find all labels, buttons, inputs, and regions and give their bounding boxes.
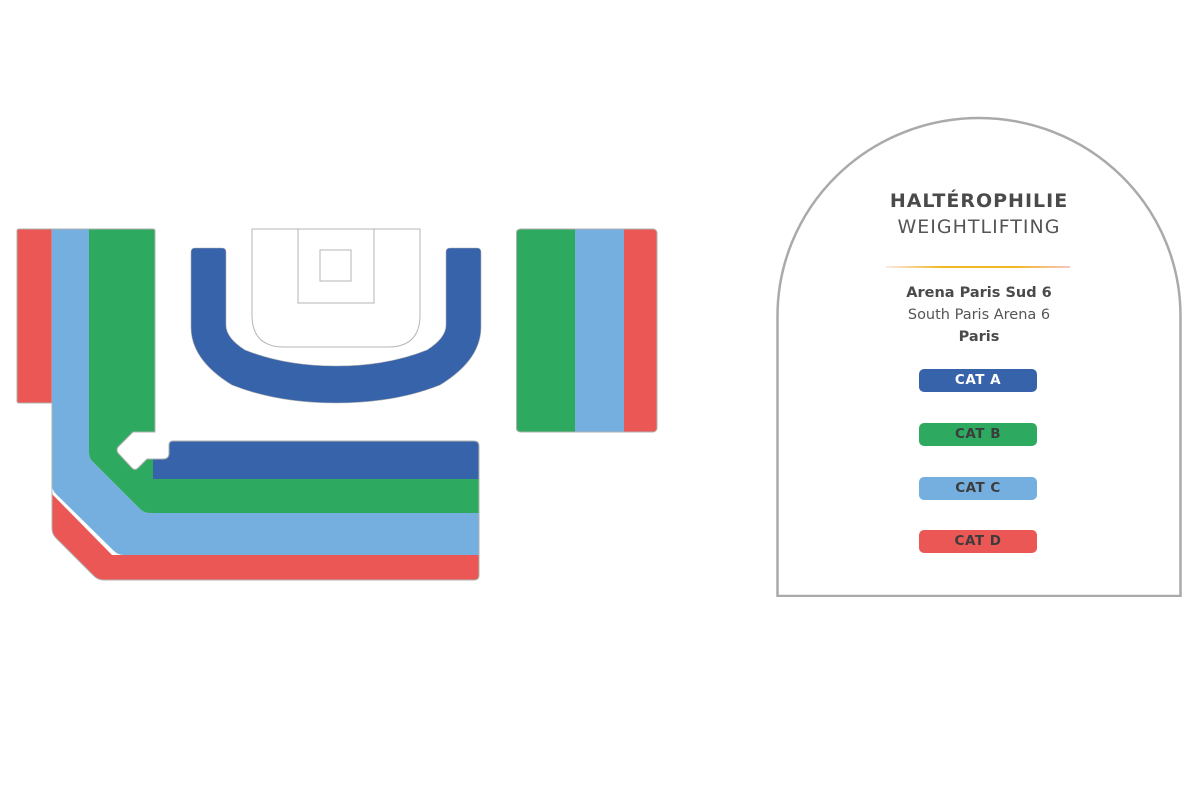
legend-cat-a[interactable]: CAT A: [919, 369, 1037, 392]
title-divider: [886, 266, 1070, 268]
section-l-cat-c[interactable]: [52, 229, 479, 555]
section-bottom-cat-d[interactable]: [52, 494, 479, 580]
competition-court: [251, 228, 421, 348]
legend-panel: HALTÉROPHILIE WEIGHTLIFTING Arena Paris …: [776, 116, 1182, 597]
section-left-cat-d[interactable]: [16, 228, 53, 404]
event-title-en: WEIGHTLIFTING: [897, 216, 1061, 238]
venue-name-en: South Paris Arena 6: [907, 307, 1051, 323]
section-bottom-cat-a[interactable]: [153, 441, 479, 479]
legend-cat-d[interactable]: CAT D: [919, 530, 1037, 553]
legend-cat-c[interactable]: CAT C: [919, 477, 1037, 500]
section-court-cat-a[interactable]: [190, 247, 482, 404]
event-title-fr: HALTÉROPHILIE: [889, 190, 1069, 212]
section-right-stand[interactable]: [516, 228, 658, 433]
seating-map: [16, 228, 658, 581]
arch-frame: [776, 116, 1182, 597]
venue-name-fr: Arena Paris Sud 6: [906, 285, 1052, 301]
section-l-cat-b[interactable]: [89, 229, 479, 513]
venue-city: Paris: [958, 329, 1000, 345]
legend-cat-b[interactable]: CAT B: [919, 423, 1037, 446]
